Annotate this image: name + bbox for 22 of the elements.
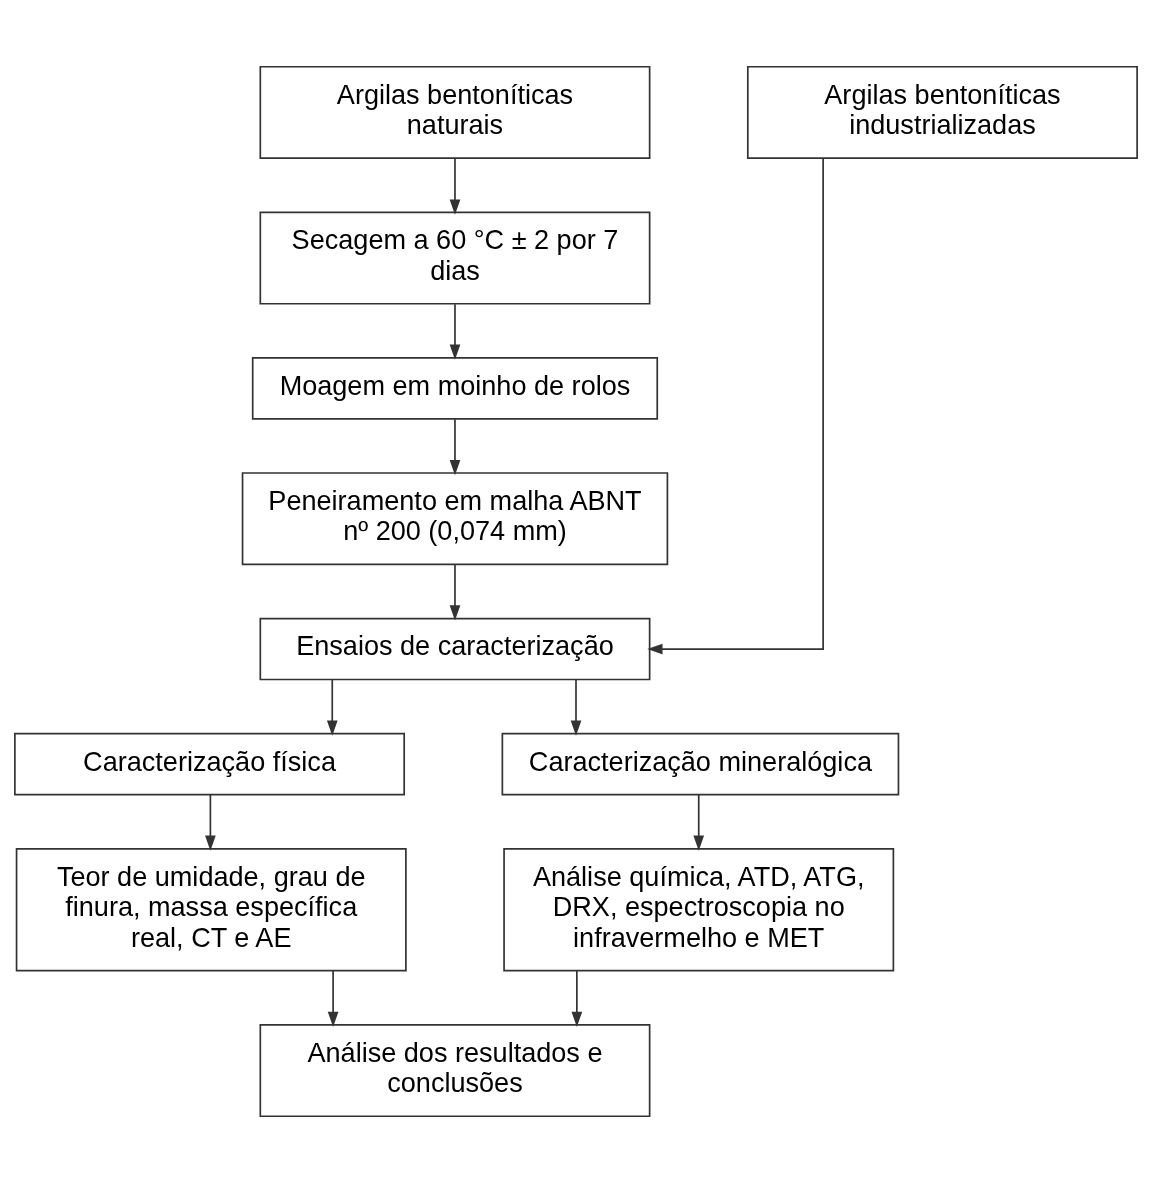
node-box: Teor de umidade, grau de finura, massa específica real, CT e AE — [15, 847, 407, 971]
node-box: Ensaios de caracterização — [259, 617, 651, 680]
arrow — [327, 969, 339, 1027]
node-box: Análise dos resultados e conclusões — [259, 1023, 651, 1117]
node-box: Peneiramento em malha ABNT nº 200 (0,074 mm) — [241, 471, 669, 565]
arrow — [449, 417, 461, 475]
arrow — [205, 793, 216, 851]
arrow — [647, 156, 824, 654]
arrow — [449, 303, 461, 360]
node-box: Moagem em moinho de rolos — [251, 356, 659, 420]
node-box: Argilas bentoníticas naturais — [259, 65, 651, 159]
node-box: Caracterização física — [14, 732, 406, 795]
arrow — [449, 563, 461, 621]
arrow — [570, 678, 582, 736]
arrow — [326, 678, 338, 736]
node-box: Secagem a 60 °C ± 2 por 7 dias — [259, 211, 651, 305]
arrow — [693, 793, 705, 851]
node-box: Argilas bentoníticas industrializadas — [746, 65, 1138, 159]
arrow — [571, 969, 583, 1027]
node-box: Caracterização mineralógica — [501, 732, 900, 795]
arrow — [449, 157, 461, 215]
node-box: Análise química, ATD, ATG, DRX, espectroscopia no infravermelho e MET — [503, 847, 895, 971]
